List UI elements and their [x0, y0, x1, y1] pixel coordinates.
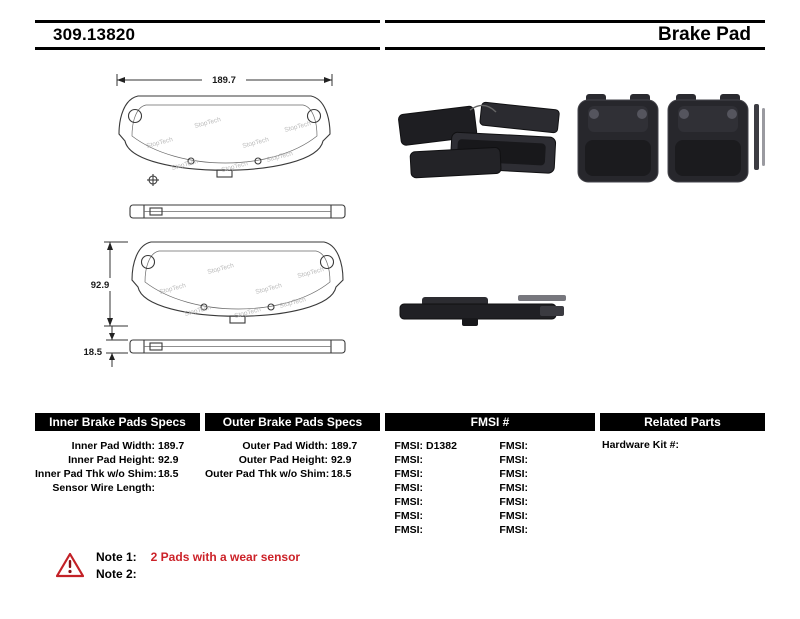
fmsi-header: FMSI # [385, 413, 595, 431]
fmsi-row: FMSI:D1382 [394, 440, 457, 452]
fmsi-row: FMSI: [394, 524, 423, 536]
inner-specs-section: Inner Brake Pads Specs Inner Pad Width:1… [35, 413, 200, 495]
related-parts-header: Related Parts [600, 413, 765, 431]
watermark-text: StopTech [279, 296, 307, 310]
dim-thickness-label: 18.5 [84, 347, 103, 358]
outer-specs-section: Outer Brake Pads Specs Outer Pad Width:1… [205, 413, 380, 481]
pad-top-edge-drawing [129, 204, 346, 219]
watermark-text: StopTech [171, 158, 199, 172]
fmsi-row: FMSI: [394, 510, 423, 522]
watermark-text: StopTech [194, 116, 222, 130]
note-1-label: Note 1: [96, 550, 137, 564]
watermark-text: StopTech [242, 136, 270, 150]
fmsi-row: FMSI: [499, 454, 528, 466]
fmsi-row: FMSI: [499, 510, 528, 522]
notes-section: Note 1: 2 Pads with a wear sensor Note 2: [56, 549, 300, 583]
shim-edge [762, 108, 765, 166]
wear-sensor-wire [469, 104, 497, 113]
pad-front-drawing: StopTech StopTech StopTech StopTech Stop… [118, 95, 331, 186]
watermark-text: StopTech [234, 306, 262, 320]
note-1: Note 1: 2 Pads with a wear sensor [96, 549, 300, 566]
fmsi-row: FMSI: [499, 496, 528, 508]
pad-bottom-edge-drawing [129, 339, 346, 354]
fmsi-row: FMSI: [394, 468, 423, 480]
watermark-text: StopTech [297, 266, 325, 280]
pad-photo-front-left [577, 93, 659, 183]
fmsi-row: FMSI: [499, 468, 528, 480]
related-parts-row: Hardware Kit #: [602, 439, 680, 451]
note-2: Note 2: [96, 566, 300, 583]
pad-front-drawing-2: StopTech StopTech StopTech StopTech Stop… [131, 241, 344, 324]
fmsi-left-column: FMSI:D1382 FMSI: FMSI: FMSI: FMSI: FMSI:… [385, 439, 490, 537]
watermark-text: StopTech [284, 120, 312, 134]
part-number-box: 309.13820 [35, 20, 380, 50]
spec-row: Outer Pad Width:189.7 [242, 440, 358, 452]
watermark-text: StopTech [184, 304, 212, 318]
pad-photo-edge [399, 295, 566, 326]
outer-specs-header: Outer Brake Pads Specs [205, 413, 380, 431]
watermark-text: StopTech [146, 136, 174, 150]
dim-height: 92.9 [86, 241, 128, 327]
dim-width-label: 189.7 [212, 75, 236, 86]
fmsi-section: FMSI # FMSI:D1382 FMSI: FMSI: FMSI: FMSI… [385, 413, 595, 537]
datum-mark [147, 174, 159, 186]
fmsi-row: FMSI: [394, 482, 423, 494]
technical-diagram: 189.7 StopTech StopTech StopTech StopTec… [84, 73, 765, 367]
fmsi-row: FMSI: [499, 524, 528, 536]
spec-row: Inner Pad Thk w/o Shim:18.5 [35, 468, 179, 480]
note-1-text: 2 Pads with a wear sensor [150, 550, 301, 564]
spec-row: Sensor Wire Length: [52, 482, 155, 494]
watermark-text: StopTech [159, 282, 187, 296]
pad-photo-front-right [667, 93, 765, 183]
watermark-text: StopTech [221, 160, 249, 174]
inner-specs-header: Inner Brake Pads Specs [35, 413, 200, 431]
spec-row: Outer Pad Height:92.9 [238, 454, 352, 466]
fmsi-row: FMSI: [499, 482, 528, 494]
fmsi-row: FMSI: [394, 454, 423, 466]
fmsi-right-column: FMSI: FMSI: FMSI: FMSI: FMSI: FMSI: FMSI… [490, 439, 595, 537]
watermark-text: StopTech [207, 262, 235, 276]
watermark-text: StopTech [255, 282, 283, 296]
page-title-box: Brake Pad [385, 20, 765, 50]
spec-row: Inner Pad Width:189.7 [71, 440, 185, 452]
spec-row: Outer Pad Thk w/o Shim:18.5 [205, 468, 352, 480]
dim-height-label: 92.9 [91, 280, 110, 291]
pad-photo-cluster [398, 101, 560, 179]
part-number: 309.13820 [53, 25, 136, 44]
shim-edge [754, 104, 759, 170]
warning-icon [56, 552, 84, 578]
note-2-label: Note 2: [96, 567, 137, 581]
dim-width: 189.7 [116, 73, 333, 86]
spec-row: Inner Pad Height:92.9 [68, 454, 179, 466]
related-parts-section: Related Parts Hardware Kit #: [600, 413, 765, 451]
page-title: Brake Pad [658, 24, 751, 45]
dim-thickness: 18.5 [84, 326, 128, 367]
watermark-text: StopTech [266, 150, 294, 164]
fmsi-row: FMSI: [499, 440, 528, 452]
fmsi-row: FMSI: [394, 496, 423, 508]
